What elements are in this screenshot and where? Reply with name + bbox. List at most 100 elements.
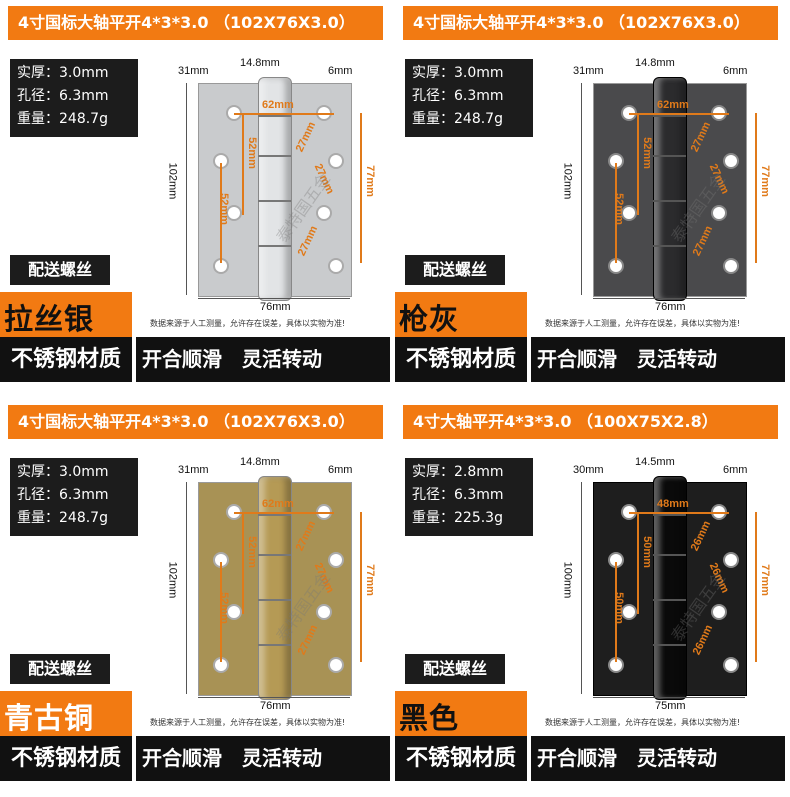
hinge-left-leaf bbox=[198, 83, 262, 297]
dim-knuckle: 14.8mm bbox=[240, 57, 280, 69]
knuckle-joint bbox=[258, 644, 291, 646]
material-block: 枪灰不锈钢材质 bbox=[395, 292, 527, 382]
features-bar: 开合顺滑灵活转动 bbox=[531, 736, 785, 781]
dim-knuckle: 14.8mm bbox=[635, 57, 675, 69]
spec-header: 4寸国标大轴平开4*3*3.0 （102X76X3.0） bbox=[8, 6, 383, 40]
dim-line-v1 bbox=[242, 115, 244, 215]
dim-v2: 50mm bbox=[612, 592, 625, 624]
knuckle-joint bbox=[653, 115, 686, 117]
material-block: 黑色不锈钢材质 bbox=[395, 691, 527, 781]
knuckle-joint bbox=[653, 155, 686, 157]
product-panel-gunmetal: 4寸国标大轴平开4*3*3.0 （102X76X3.0） 实厚：3.0mm 孔径：6… bbox=[395, 0, 790, 398]
hinge-right-leaf bbox=[288, 482, 352, 696]
screw-hole bbox=[713, 207, 725, 219]
dim-height: 100mm bbox=[561, 561, 574, 599]
features-bar: 开合顺滑灵活转动 bbox=[531, 337, 785, 382]
screw-hole bbox=[215, 260, 227, 272]
feature-label: 开合顺滑 bbox=[537, 746, 617, 770]
screw-hole bbox=[330, 554, 342, 566]
material-name: 黑色 bbox=[399, 701, 460, 735]
knuckle-joint bbox=[258, 514, 291, 516]
spec-line: 孔径：6.3mm bbox=[412, 88, 504, 104]
screw-hole bbox=[623, 606, 635, 618]
dim-height: 102mm bbox=[166, 162, 179, 200]
screw-hole bbox=[610, 155, 622, 167]
screw-hole bbox=[215, 659, 227, 671]
screw-hole bbox=[215, 155, 227, 167]
hinge-right-leaf bbox=[288, 83, 352, 297]
dim-hole-span: 77mm bbox=[363, 564, 376, 596]
spec-line: 实厚：3.0mm bbox=[17, 464, 109, 480]
hinge-left-leaf bbox=[593, 83, 657, 297]
dim-v2: 52mm bbox=[217, 193, 230, 225]
disclaimer: 数据来源于人工测量，允许存在误差，具体以实物为准! bbox=[545, 718, 741, 727]
screws-badge: 配送螺丝 bbox=[405, 654, 505, 684]
dim-line-mid bbox=[629, 113, 729, 115]
spec-line: 重量：225.3g bbox=[412, 510, 503, 526]
material-block: 青古铜不锈钢材质 bbox=[0, 691, 132, 781]
dim-line-v2 bbox=[615, 562, 617, 662]
dim-height: 102mm bbox=[166, 561, 179, 599]
dim-left-width: 31mm bbox=[178, 65, 209, 77]
knuckle-joint bbox=[653, 245, 686, 247]
ruler-width bbox=[593, 697, 745, 698]
disclaimer: 数据来源于人工测量，允许存在误差，具体以实物为准! bbox=[150, 319, 346, 328]
dim-v1: 52mm bbox=[640, 137, 653, 169]
dim-v1: 52mm bbox=[245, 137, 258, 169]
dim-height: 102mm bbox=[561, 162, 574, 200]
feature-label: 开合顺滑 bbox=[537, 347, 617, 371]
screw-hole bbox=[215, 554, 227, 566]
spec-line: 孔径：6.3mm bbox=[412, 487, 504, 503]
screw-hole bbox=[228, 606, 240, 618]
dim-line-v1 bbox=[637, 514, 639, 614]
feature-label: 灵活转动 bbox=[242, 347, 322, 371]
screw-hole bbox=[725, 659, 737, 671]
screw-hole bbox=[610, 659, 622, 671]
dim-mid: 62mm bbox=[657, 99, 689, 111]
feature-label: 开合顺滑 bbox=[142, 746, 222, 770]
dim-v2: 52mm bbox=[217, 592, 230, 624]
dim-left-width: 31mm bbox=[178, 464, 209, 476]
screw-hole bbox=[623, 207, 635, 219]
screw-hole bbox=[318, 207, 330, 219]
dim-line-mid bbox=[629, 512, 729, 514]
spec-line: 实厚：3.0mm bbox=[412, 65, 504, 81]
feature-label: 灵活转动 bbox=[637, 347, 717, 371]
knuckle-joint bbox=[653, 644, 686, 646]
spec-line: 孔径：6.3mm bbox=[17, 487, 109, 503]
screw-hole bbox=[610, 260, 622, 272]
dim-right: 6mm bbox=[328, 65, 353, 77]
material-type: 不锈钢材质 bbox=[395, 736, 527, 781]
knuckle-joint bbox=[653, 200, 686, 202]
spec-header: 4寸国标大轴平开4*3*3.0 （102X76X3.0） bbox=[403, 6, 778, 40]
hinge-left-leaf bbox=[593, 482, 657, 696]
knuckle-joint bbox=[258, 200, 291, 202]
material-type: 不锈钢材质 bbox=[0, 736, 132, 781]
ruler-height bbox=[581, 83, 582, 295]
dim-line-hole-span bbox=[755, 512, 757, 662]
disclaimer: 数据来源于人工测量，允许存在误差，具体以实物为准! bbox=[545, 319, 741, 328]
dim-hole-span: 77mm bbox=[758, 564, 771, 596]
spec-line: 重量：248.7g bbox=[17, 510, 108, 526]
dim-v1: 50mm bbox=[640, 536, 653, 568]
dim-hole-span: 77mm bbox=[758, 165, 771, 197]
ruler-height bbox=[186, 482, 187, 694]
ruler-width bbox=[198, 298, 350, 299]
screw-hole bbox=[330, 260, 342, 272]
spec-header: 4寸大轴平开4*3*3.0 （100X75X2.8） bbox=[403, 405, 778, 439]
screw-hole bbox=[725, 155, 737, 167]
dim-v2: 52mm bbox=[612, 193, 625, 225]
screws-badge: 配送螺丝 bbox=[10, 654, 110, 684]
dim-left-width: 31mm bbox=[573, 65, 604, 77]
screw-hole bbox=[713, 606, 725, 618]
knuckle-joint bbox=[653, 514, 686, 516]
material-name: 枪灰 bbox=[399, 302, 460, 336]
